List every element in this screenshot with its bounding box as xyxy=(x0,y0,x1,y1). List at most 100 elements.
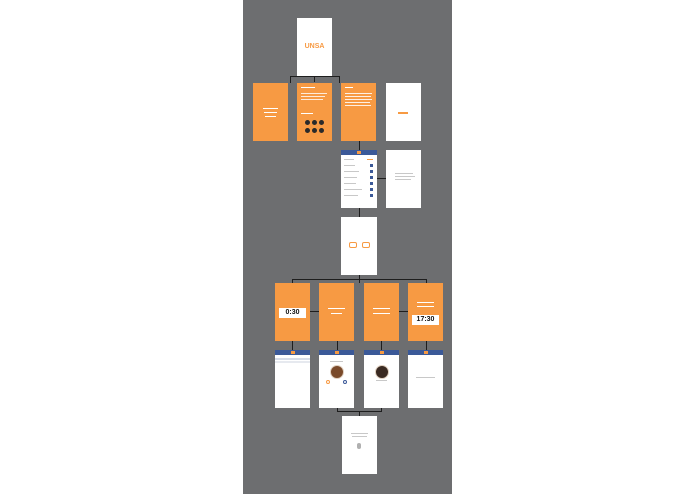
app-header xyxy=(341,150,377,155)
info-line xyxy=(351,433,368,434)
text-line xyxy=(345,93,372,95)
text-line xyxy=(373,308,390,310)
small-logo xyxy=(398,112,408,114)
connector xyxy=(310,311,319,312)
connector xyxy=(314,76,315,82)
settings-list-screen[interactable] xyxy=(341,150,377,208)
partner-icon xyxy=(319,128,324,133)
list-label xyxy=(344,195,358,196)
text-line xyxy=(301,93,327,95)
profile-caption xyxy=(376,380,387,381)
header-logo-icon xyxy=(357,151,361,154)
text-line xyxy=(345,102,370,104)
text-screen-1[interactable] xyxy=(319,283,354,341)
text-line xyxy=(345,87,353,89)
timer-display: 0:30 xyxy=(279,308,306,318)
connector xyxy=(381,408,382,412)
partner-icon xyxy=(312,128,317,133)
connector xyxy=(359,208,360,217)
checkbox[interactable] xyxy=(370,164,373,167)
partner-icon xyxy=(305,128,310,133)
connector xyxy=(359,141,360,150)
mode-a-icon[interactable] xyxy=(349,242,357,248)
connector xyxy=(292,279,426,280)
app-header xyxy=(408,350,443,355)
connector xyxy=(337,341,338,350)
profile-screen-1[interactable] xyxy=(319,350,354,408)
mode-select-screen[interactable] xyxy=(341,217,377,275)
timer-right-screen[interactable]: 17:30 xyxy=(408,283,443,341)
connector xyxy=(290,76,291,83)
text-line xyxy=(301,113,313,115)
list-row xyxy=(275,361,310,363)
timer-left-screen[interactable]: 0:30 xyxy=(275,283,310,341)
checkbox[interactable] xyxy=(370,170,373,173)
avatar xyxy=(375,365,389,379)
list-label xyxy=(344,189,362,190)
splash-screen[interactable]: UNSA xyxy=(297,18,332,76)
text-line xyxy=(301,96,325,98)
text-screen-2[interactable] xyxy=(364,283,399,341)
app-header xyxy=(364,350,399,355)
list-row xyxy=(275,358,310,360)
person-icon xyxy=(357,443,361,449)
intro-screen-1[interactable] xyxy=(253,83,288,141)
connector xyxy=(292,341,293,350)
connector xyxy=(426,279,427,283)
dislike-icon[interactable] xyxy=(343,380,347,384)
text-line xyxy=(345,105,371,107)
detail-line xyxy=(395,176,415,177)
connector xyxy=(399,311,408,312)
header-logo-icon xyxy=(379,351,384,354)
text-line xyxy=(373,313,390,315)
intro-screen-2[interactable] xyxy=(297,83,332,141)
text-line xyxy=(417,306,434,308)
checkbox[interactable] xyxy=(370,176,373,179)
text-line xyxy=(265,116,276,118)
blank-view-screen[interactable] xyxy=(408,350,443,408)
text-line xyxy=(417,302,434,304)
text-line xyxy=(263,108,278,110)
list-label xyxy=(344,165,355,166)
text-line xyxy=(345,96,371,98)
intro-screen-3[interactable] xyxy=(341,83,376,141)
header-logo-icon xyxy=(290,351,295,354)
partner-icon xyxy=(319,120,324,125)
mode-b-icon[interactable] xyxy=(362,242,370,248)
list-label xyxy=(344,171,359,172)
info-line xyxy=(416,377,435,378)
profile-caption xyxy=(330,361,343,362)
connector xyxy=(292,279,293,283)
timer-display: 17:30 xyxy=(412,315,439,325)
connector xyxy=(290,76,339,77)
connector xyxy=(426,341,427,350)
connector xyxy=(377,178,386,179)
header-logo-icon xyxy=(334,351,339,354)
checkbox[interactable] xyxy=(370,188,373,191)
text-line xyxy=(301,87,315,89)
checkbox[interactable] xyxy=(370,194,373,197)
settings-detail-screen[interactable] xyxy=(386,150,421,208)
connector xyxy=(337,408,338,412)
connector xyxy=(359,411,360,416)
text-line xyxy=(264,112,277,114)
text-line xyxy=(331,313,342,315)
profile-screen-2[interactable] xyxy=(364,350,399,408)
header-logo-icon xyxy=(423,351,428,354)
partner-icon xyxy=(312,120,317,125)
text-line xyxy=(328,308,345,310)
like-icon[interactable] xyxy=(326,380,330,384)
logo-small-screen[interactable] xyxy=(386,83,421,141)
partner-icon xyxy=(305,120,310,125)
list-view-screen[interactable] xyxy=(275,350,310,408)
list-label xyxy=(344,177,357,178)
detail-line xyxy=(395,179,411,180)
final-screen[interactable] xyxy=(342,416,377,474)
info-line xyxy=(352,436,367,437)
connector xyxy=(339,76,340,83)
list-label xyxy=(344,159,354,160)
app-header xyxy=(319,350,354,355)
text-line xyxy=(345,99,372,101)
app-header xyxy=(275,350,310,355)
checkbox[interactable] xyxy=(370,182,373,185)
